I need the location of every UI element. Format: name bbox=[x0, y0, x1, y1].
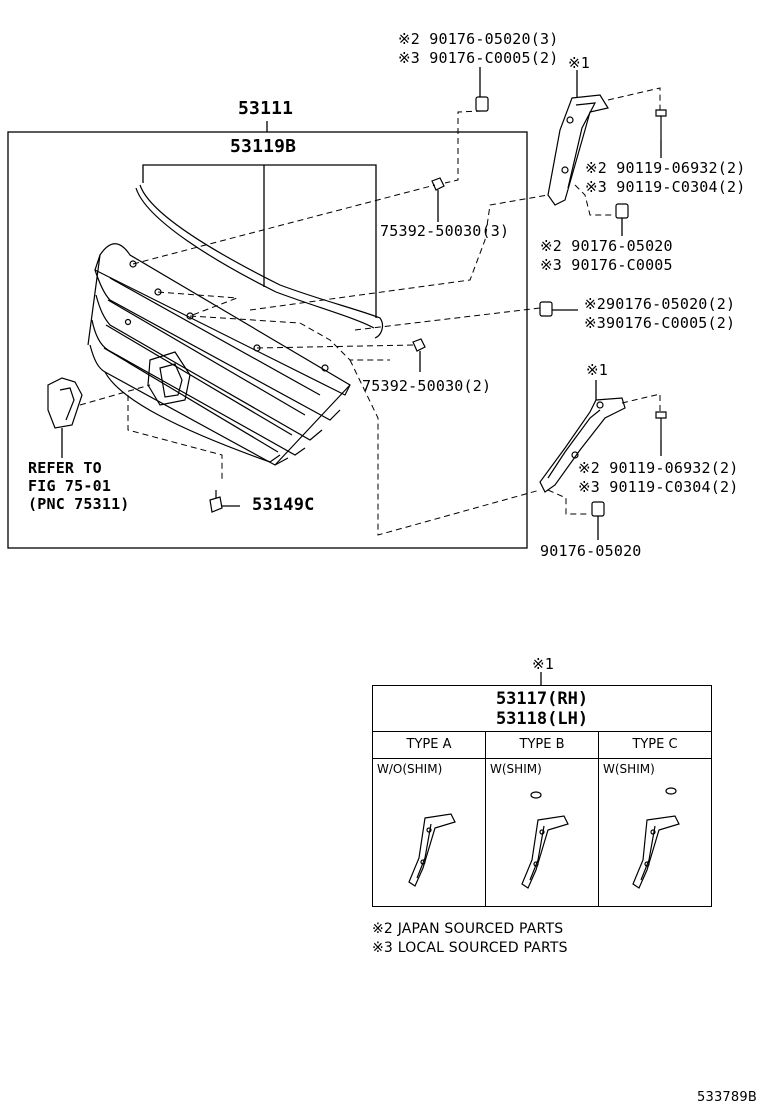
upper-clip bbox=[431, 177, 445, 191]
type-column-c: TYPE C W(SHIM) bbox=[599, 732, 711, 906]
lower-bolt-callout: ※2 90119-06932(2) ※3 90119-C0304(2) bbox=[578, 459, 739, 496]
upper-bracket-nut bbox=[615, 203, 629, 219]
bolt-part-label: 53149C bbox=[252, 495, 315, 515]
type-column-b: TYPE B W(SHIM) bbox=[486, 732, 599, 906]
lower-bolt bbox=[655, 411, 667, 440]
molding-part-label: 53119B bbox=[230, 136, 297, 157]
bracket-type-c-icon bbox=[632, 787, 680, 889]
note-local: ※3 LOCAL SOURCED PARTS bbox=[372, 940, 568, 956]
main-part-label: 53111 bbox=[238, 98, 294, 119]
side-bracket-left bbox=[47, 377, 83, 429]
upper-bolt bbox=[655, 109, 667, 140]
lower-right-bracket bbox=[539, 397, 626, 493]
top-callout: ※2 90176-05020(3) ※3 90176-C0005(2) bbox=[398, 30, 559, 67]
refer-note: REFER TO FIG 75-01 (PNC 75311) bbox=[28, 459, 130, 513]
type-table: 53117(RH) 53118(LH) TYPE A W/O(SHIM) TYP… bbox=[372, 685, 712, 907]
mid-nut bbox=[539, 301, 553, 317]
type-column-a: TYPE A W/O(SHIM) bbox=[373, 732, 486, 906]
clip-lower-label: 75392-50030(2) bbox=[362, 377, 492, 395]
lower-nut-label: 90176-05020 bbox=[540, 542, 642, 560]
radiator-grille bbox=[87, 243, 351, 466]
lower-bracket-nut bbox=[591, 501, 605, 517]
upper-nut-callout: ※2 90176-05020 ※3 90176-C0005 bbox=[540, 237, 673, 274]
upper-bolt-callout: ※2 90119-06932(2) ※3 90119-C0304(2) bbox=[585, 159, 746, 196]
figure-id: 533789B bbox=[697, 1090, 757, 1105]
top-nut bbox=[475, 96, 489, 112]
lower-bracket-mark: ※1 bbox=[586, 361, 608, 379]
molding-strip bbox=[135, 184, 384, 339]
upper-right-bracket bbox=[547, 94, 609, 206]
clip-upper-label: 75392-50030(3) bbox=[380, 222, 510, 240]
bracket-type-b-icon bbox=[521, 791, 569, 889]
note-japan: ※2 JAPAN SOURCED PARTS bbox=[372, 921, 564, 937]
bracket-type-a-icon bbox=[408, 813, 456, 887]
bolt-53149c bbox=[209, 490, 223, 513]
type-table-mark: ※1 bbox=[532, 655, 554, 673]
lower-clip bbox=[412, 338, 426, 352]
upper-bracket-mark: ※1 bbox=[568, 54, 590, 72]
type-table-header: 53117(RH) 53118(LH) bbox=[373, 686, 711, 732]
mid-callout: ※290176-05020(2) ※390176-C0005(2) bbox=[584, 295, 736, 332]
